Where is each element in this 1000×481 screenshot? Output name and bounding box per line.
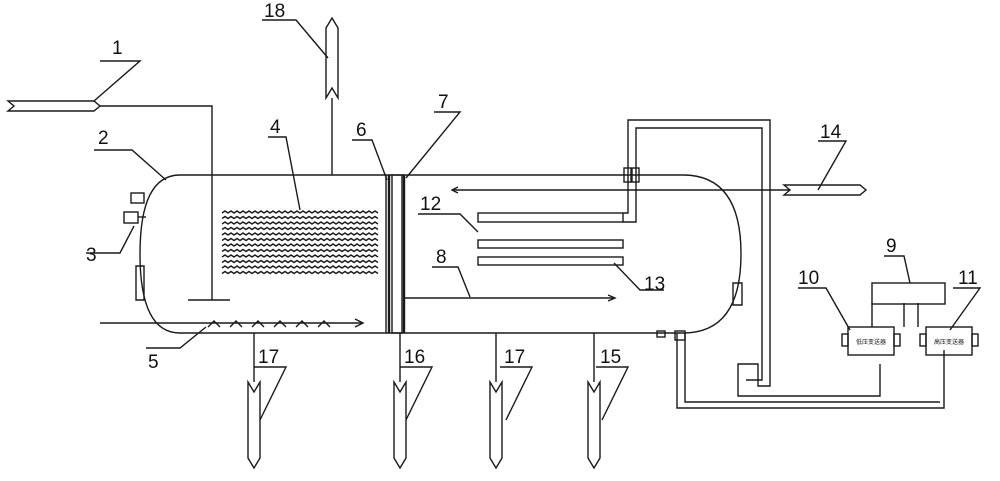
wave-line — [221, 248, 379, 253]
callout-5: 5 — [148, 352, 159, 373]
callout-8: 8 — [436, 247, 447, 268]
callout-11: 11 — [958, 268, 978, 289]
transmitter-devices: 低压变送器 高压变送器 — [841, 282, 979, 356]
wave-line — [221, 243, 379, 247]
callout-16: 16 — [404, 347, 425, 368]
outlet-pipe — [587, 379, 601, 470]
callout-9: 9 — [886, 236, 897, 257]
wave-line — [221, 210, 379, 214]
wave-line — [221, 270, 379, 275]
wave-line — [221, 237, 379, 242]
bottom-outlet-pipes — [247, 333, 601, 470]
instrument-gauges — [123, 192, 146, 224]
inlet-pipe — [6, 100, 230, 301]
callout-4: 4 — [270, 117, 281, 138]
callout-14: 14 — [820, 122, 842, 143]
outlet-pipe — [489, 379, 503, 470]
callout-numbers: 1 2 3 4 5 6 7 8 9 10 11 12 13 14 15 16 1… — [86, 1, 978, 373]
impulse-lines — [623, 119, 945, 409]
wave-line — [221, 232, 379, 236]
top-outlet-pipe — [325, 16, 339, 175]
callout-10: 10 — [798, 268, 819, 289]
high-pressure-transmitter-text: 高压变送器 — [934, 338, 964, 346]
callout-1: 1 — [112, 38, 123, 59]
gateway-box — [871, 282, 946, 305]
callout-13: 13 — [644, 274, 665, 295]
wave-line — [221, 259, 379, 264]
callout-7: 7 — [438, 92, 449, 113]
vessel-body — [135, 174, 743, 334]
callout-6: 6 — [356, 120, 367, 141]
callout-2: 2 — [98, 128, 109, 149]
callout-17-left: 17 — [258, 347, 279, 368]
callout-18: 18 — [264, 1, 285, 22]
outlet-pipe — [393, 379, 407, 470]
wave-line — [221, 226, 379, 231]
wave-plate-pack — [221, 210, 379, 275]
callout-15: 15 — [600, 347, 621, 368]
low-pressure-transmitter-text: 低压变送器 — [856, 338, 886, 346]
wave-line — [221, 215, 379, 220]
outlet-pipe — [247, 379, 261, 470]
wave-line — [221, 221, 379, 225]
callout-12: 12 — [420, 194, 441, 215]
leader-lines — [86, 19, 982, 421]
callout-17-right: 17 — [504, 347, 525, 368]
wave-line — [221, 254, 379, 258]
internal-outlet-line — [404, 294, 617, 302]
bottom-distributor — [100, 318, 365, 328]
callout-3: 3 — [86, 245, 97, 266]
gas-outlet-pipe — [450, 184, 868, 196]
wave-line — [221, 265, 379, 269]
partition-walls — [385, 174, 406, 334]
heater-coils — [477, 212, 624, 266]
